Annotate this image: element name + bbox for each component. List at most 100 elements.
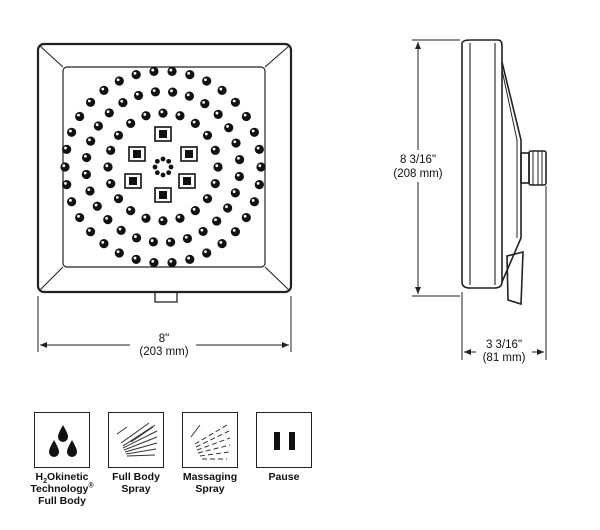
jet-square xyxy=(154,126,172,142)
spray-nozzle xyxy=(99,239,109,249)
spray-nozzle-highlight xyxy=(219,87,223,91)
spray-nozzle xyxy=(184,91,195,101)
spray-nozzle-highlight xyxy=(256,181,260,185)
spray-nozzle-highlight xyxy=(133,71,137,75)
spray-nozzle xyxy=(67,197,77,207)
jet-square-core xyxy=(129,177,137,185)
spray-nozzle-highlight xyxy=(204,132,208,136)
width-mm-label: (203 mm) xyxy=(139,346,188,358)
spray-nozzle xyxy=(118,97,128,108)
spray-nozzle-highlight xyxy=(151,259,155,263)
spray-nozzle xyxy=(131,233,142,243)
spray-nozzle xyxy=(202,130,213,140)
spray-nozzle xyxy=(190,206,200,216)
center-jet xyxy=(160,156,166,162)
spray-nozzle xyxy=(165,237,176,247)
spray-nozzle xyxy=(114,76,124,86)
spray-nozzle xyxy=(149,66,159,76)
spray-nozzle xyxy=(210,145,220,155)
showerhead-front-view xyxy=(36,42,293,303)
center-jet xyxy=(154,158,160,164)
height-dimension xyxy=(390,39,460,297)
front-inner-face xyxy=(62,66,266,268)
spray-nozzle xyxy=(116,225,126,235)
showerhead-side-view xyxy=(461,39,547,306)
spray-nozzle xyxy=(230,188,240,198)
spray-nozzle xyxy=(75,111,85,122)
spray-nozzle xyxy=(141,111,151,121)
spray-nozzle xyxy=(249,197,259,207)
spray-nozzle-highlight xyxy=(186,93,190,97)
depth-dimension xyxy=(461,186,547,365)
spray-nozzle-highlight xyxy=(77,214,80,218)
spray-nozzle-highlight xyxy=(105,216,109,220)
spray-nozzle-highlight xyxy=(226,125,229,128)
full-body-spray-icon-box xyxy=(108,412,164,468)
spray-nozzle-highlight xyxy=(118,227,122,231)
jet-square-core xyxy=(159,130,167,138)
bevel-line xyxy=(264,45,290,68)
spray-nozzle-highlight xyxy=(69,129,72,133)
spray-nozzle-highlight xyxy=(116,250,120,254)
spray-nozzle-highlight xyxy=(62,164,66,168)
spray-nozzle xyxy=(241,111,251,122)
spray-nozzle xyxy=(60,162,70,172)
spray-nozzle xyxy=(158,108,168,118)
spray-nozzle xyxy=(141,213,151,223)
spray-nozzle xyxy=(85,186,95,196)
spray-nozzle-highlight xyxy=(88,138,91,142)
spray-nozzle xyxy=(113,130,124,140)
spray-nozzle-highlight xyxy=(204,78,207,82)
spray-nozzle-highlight xyxy=(177,215,181,219)
jet-square xyxy=(128,146,146,162)
spray-nozzle-highlight xyxy=(83,171,87,175)
spray-nozzle xyxy=(198,226,208,237)
width-dimension xyxy=(37,296,292,359)
spray-nozzle xyxy=(126,206,136,216)
jet-square-core xyxy=(159,191,167,199)
spray-nozzle-highlight xyxy=(212,147,216,151)
spray-nozzle xyxy=(212,216,222,226)
spray-nozzle xyxy=(230,227,241,237)
spray-nozzle-highlight xyxy=(101,240,105,244)
spray-nozzle xyxy=(167,66,177,76)
center-jet xyxy=(168,164,174,170)
spray-nozzle-highlight xyxy=(177,113,181,116)
spray-nozzle xyxy=(158,216,168,226)
spray-nozzle-highlight xyxy=(69,198,72,202)
front-outer-frame xyxy=(36,42,293,294)
spray-nozzle-highlight xyxy=(135,92,139,96)
spray-nozzle-highlight xyxy=(243,113,247,117)
spray-nozzle xyxy=(81,169,91,180)
jet-square-core xyxy=(133,150,141,158)
spray-nozzle xyxy=(167,258,177,268)
spray-nozzle xyxy=(230,97,241,107)
spray-nozzle-highlight xyxy=(214,218,217,222)
pause-label: Pause xyxy=(268,471,300,483)
spray-nozzle-highlight xyxy=(202,100,206,104)
spray-nozzle xyxy=(67,127,77,137)
jet-square-core xyxy=(183,177,191,185)
spray-nozzle xyxy=(86,136,96,146)
side-body xyxy=(461,39,503,289)
spray-nozzle xyxy=(150,87,161,97)
spray-nozzle xyxy=(241,212,251,223)
spray-nozzle-highlight xyxy=(101,87,105,91)
spray-nozzle xyxy=(148,237,158,247)
spray-nozzle xyxy=(249,127,259,137)
spray-nozzle-highlight xyxy=(232,190,236,193)
spray-nozzle-highlight xyxy=(187,71,191,75)
spray-nozzle-highlight xyxy=(170,89,173,93)
spray-nozzle-highlight xyxy=(204,250,207,254)
depth-inches-label: 3 3/16" xyxy=(486,339,522,351)
spray-nozzle xyxy=(200,99,210,109)
spray-nozzle-highlight xyxy=(225,205,228,209)
jet-square xyxy=(180,146,198,162)
spray-nozzle xyxy=(113,194,124,204)
spray-nozzle xyxy=(106,145,116,155)
spray-nozzle-highlight xyxy=(167,239,171,243)
spray-nozzle xyxy=(202,76,212,86)
spray-nozzle xyxy=(62,144,72,154)
spray-nozzle xyxy=(213,109,223,119)
spray-nozzle xyxy=(149,258,159,268)
